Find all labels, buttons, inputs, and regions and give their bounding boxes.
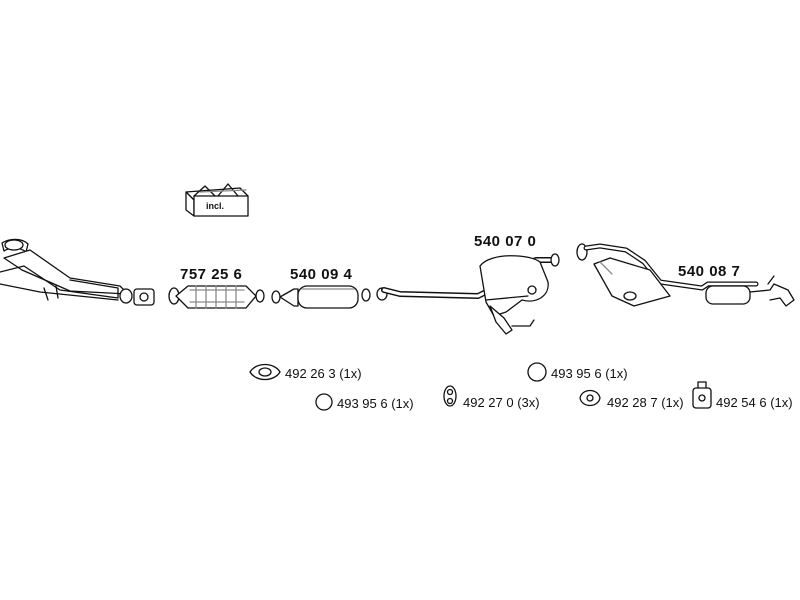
- accessory-label-flange-gasket[interactable]: 492 26 3 (1x): [285, 366, 362, 381]
- flange-gasket-icon: [249, 363, 281, 381]
- accessory-label-rubber-mount[interactable]: 492 28 7 (1x): [607, 395, 684, 410]
- part-number-intermediate-silencer[interactable]: 540 07 0: [474, 233, 537, 250]
- part-number-middle-silencer[interactable]: 540 09 4: [290, 266, 353, 283]
- accessory-label-ring-gasket-1[interactable]: 493 95 6 (1x): [337, 396, 414, 411]
- part-number-catalytic-converter[interactable]: 757 25 6: [180, 266, 243, 283]
- rubber-hanger-icon: [443, 385, 457, 407]
- rubber-mount-icon: [579, 389, 601, 407]
- accessory-label-rubber-hanger[interactable]: 492 27 0 (3x): [463, 395, 540, 410]
- intermediate-silencer-assembly[interactable]: [376, 253, 560, 335]
- part-number-rear-silencer[interactable]: 540 08 7: [678, 263, 741, 280]
- rubber-bracket-icon: [692, 381, 712, 409]
- accessory-label-ring-gasket-2[interactable]: 493 95 6 (1x): [551, 366, 628, 381]
- catalytic-converter[interactable]: [168, 285, 265, 309]
- front-pipe[interactable]: [0, 238, 155, 306]
- middle-silencer[interactable]: [271, 285, 371, 309]
- accessory-label-rubber-bracket[interactable]: 492 54 6 (1x): [716, 395, 793, 410]
- ring-gasket-icon: [315, 393, 333, 411]
- ring-gasket-icon: [527, 362, 547, 382]
- rear-silencer[interactable]: [576, 243, 795, 307]
- kit-incl-label: incl.: [206, 201, 225, 211]
- mounting-kit-box[interactable]: [185, 183, 249, 217]
